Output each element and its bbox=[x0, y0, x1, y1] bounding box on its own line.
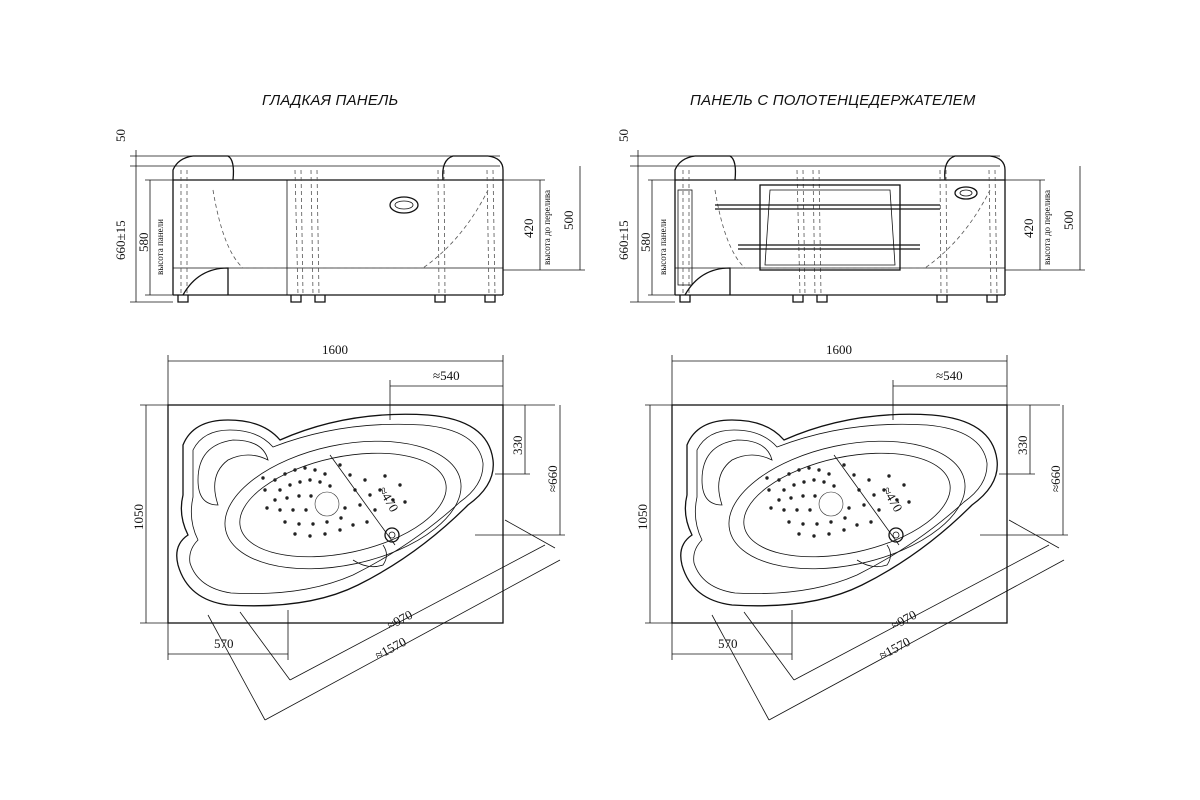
side-view-towel bbox=[630, 150, 1085, 303]
dim-panel-left: 580 bbox=[136, 233, 151, 253]
dim-panel-right: 580 bbox=[638, 233, 653, 253]
dim-660-right: ≈660 bbox=[1048, 465, 1063, 492]
dim-470-right: ≈470 bbox=[879, 484, 905, 515]
dim-540-left: ≈540 bbox=[433, 368, 460, 383]
dim-660-left: ≈660 bbox=[545, 465, 560, 492]
dim-1570-left: ≈1570 bbox=[372, 634, 408, 663]
dim-total-right: 660±15 bbox=[616, 220, 631, 260]
dim-1570-right: ≈1570 bbox=[876, 634, 912, 663]
dim-top-right: 50 bbox=[616, 129, 631, 142]
dim-length-left: 1600 bbox=[322, 342, 348, 357]
label-rim-right: высота до перелива bbox=[1042, 190, 1052, 265]
label-panel-right: высота панели bbox=[658, 219, 668, 275]
dim-rim-right: 420 bbox=[1021, 219, 1036, 239]
dim-full-left: 500 bbox=[561, 211, 576, 231]
dim-width-right: 1050 bbox=[635, 504, 650, 530]
dim-total-left: 660±15 bbox=[113, 220, 128, 260]
top-view-smooth bbox=[140, 355, 565, 721]
dim-length-right: 1600 bbox=[826, 342, 852, 357]
side-view-smooth bbox=[130, 150, 585, 303]
top-view-towel bbox=[645, 355, 1068, 721]
title-towel-holder-panel: ПАНЕЛЬ С ПОЛОТЕНЦЕДЕРЖАТЕЛЕМ bbox=[690, 92, 976, 109]
dim-330-right: 330 bbox=[1015, 436, 1030, 456]
title-smooth-panel: ГЛАДКАЯ ПАНЕЛЬ bbox=[262, 92, 399, 109]
dim-top-left: 50 bbox=[113, 129, 128, 142]
dim-970-right: ≈970 bbox=[888, 607, 919, 633]
dim-rim-left: 420 bbox=[521, 219, 536, 239]
dim-330-left: 330 bbox=[510, 436, 525, 456]
dim-full-right: 500 bbox=[1061, 211, 1076, 231]
dim-570-right: 570 bbox=[718, 636, 738, 651]
dim-970-left: ≈970 bbox=[384, 607, 415, 633]
label-rim-left: высота до перелива bbox=[542, 190, 552, 265]
dim-570-left: 570 bbox=[214, 636, 234, 651]
dim-width-left: 1050 bbox=[131, 504, 146, 530]
dim-540-right: ≈540 bbox=[936, 368, 963, 383]
label-panel-left: высота панели bbox=[155, 219, 165, 275]
dim-470-left: ≈470 bbox=[375, 484, 401, 515]
